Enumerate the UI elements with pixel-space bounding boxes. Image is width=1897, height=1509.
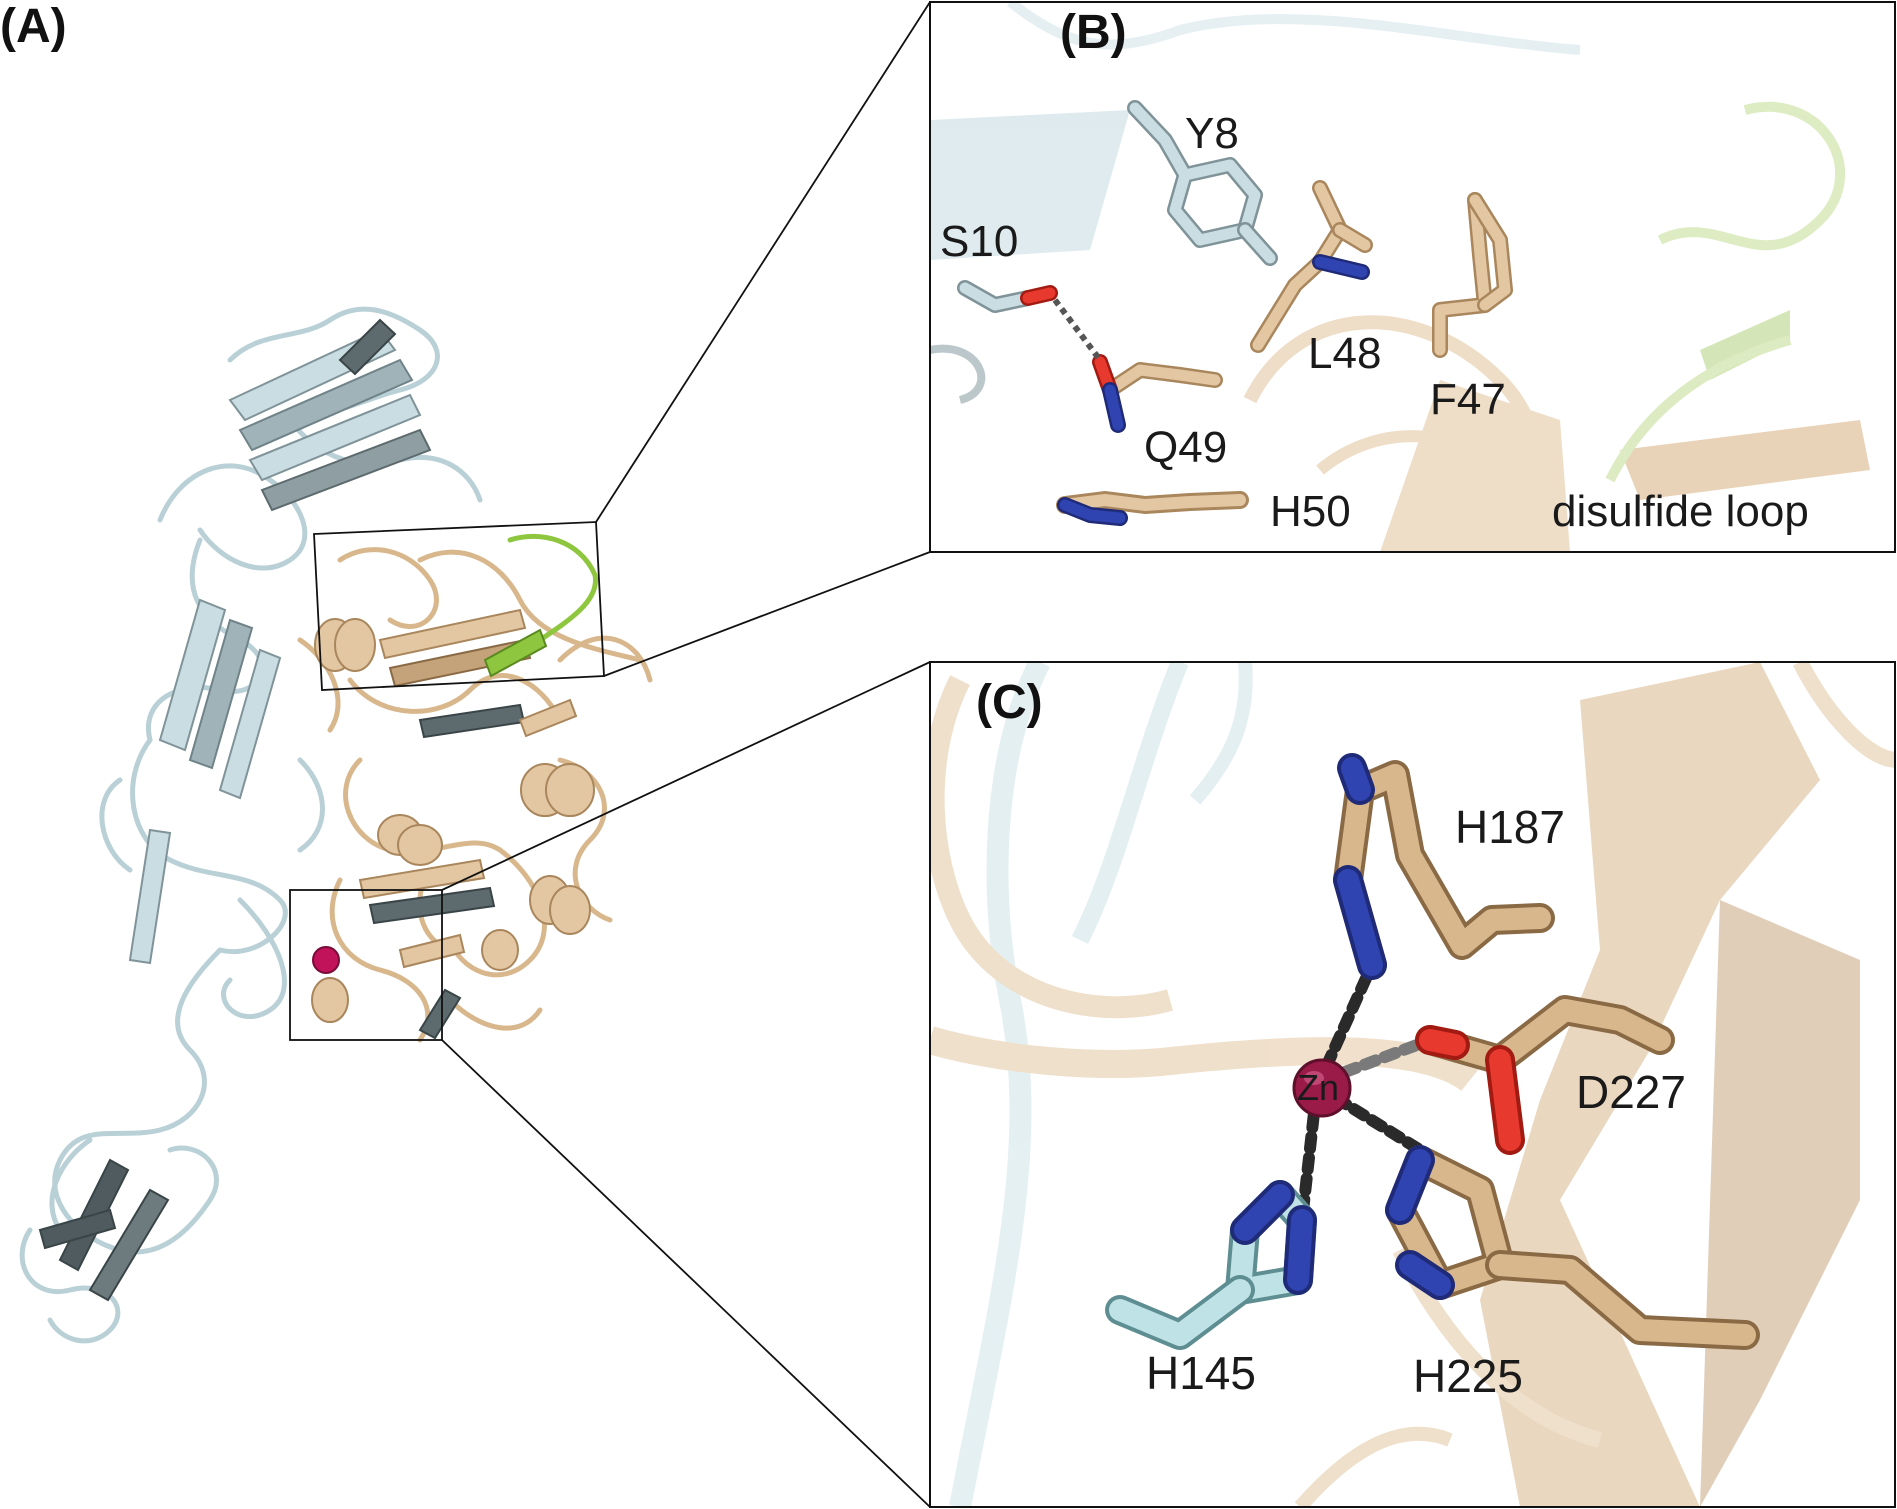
panel-c-background-cartoon xyxy=(931,663,1894,1506)
panel-c-coordination-bond-d227 xyxy=(1339,1034,1436,1078)
zoom-box-c xyxy=(289,889,443,1041)
panel-b-letter: (B) xyxy=(1060,6,1127,59)
label-y8: Y8 xyxy=(1185,109,1239,158)
label-h225: H225 xyxy=(1413,1350,1523,1402)
label-f47: F47 xyxy=(1430,375,1506,424)
disulfide-loop-ribbon xyxy=(507,533,598,643)
label-d227: D227 xyxy=(1576,1066,1686,1118)
zinc-atom-highlight xyxy=(1304,1071,1324,1085)
label-h50: H50 xyxy=(1270,487,1351,536)
tan-chain-sheets xyxy=(358,608,578,1040)
panel-b: (B) Y8 S10 L48 F47 Q49 H50 disulfide loo… xyxy=(929,1,1896,553)
label-h145: H145 xyxy=(1146,1347,1256,1399)
panel-c-residue-sticks xyxy=(1105,753,1760,1350)
panel-b-residue-sticks xyxy=(957,100,1513,526)
label-q49: Q49 xyxy=(1144,423,1227,472)
light-chain-sheets xyxy=(38,318,432,1302)
label-h187: H187 xyxy=(1455,801,1565,853)
panel-a-letter: (A) xyxy=(0,0,67,53)
panel-a: (A) xyxy=(0,0,653,1344)
label-l48: L48 xyxy=(1308,329,1381,378)
panel-b-hbond xyxy=(1052,298,1103,362)
label-zn: Zn xyxy=(1297,1067,1339,1108)
panel-b-background-cartoon xyxy=(931,3,1870,551)
tan-chain-ribbon xyxy=(297,547,653,1043)
label-disulfide-loop: disulfide loop xyxy=(1552,487,1809,536)
zinc-sphere xyxy=(312,946,340,974)
label-s10: S10 xyxy=(940,217,1018,266)
light-chain-ribbon xyxy=(19,306,483,1344)
panel-c-letter: (C) xyxy=(976,676,1043,729)
disulfide-loop-strand xyxy=(483,628,548,678)
zoom-connectors xyxy=(441,1,931,1508)
tan-chain-helices xyxy=(311,618,595,1023)
panel-c: (C) Zn H187 D227 H145 H225 xyxy=(929,661,1896,1508)
